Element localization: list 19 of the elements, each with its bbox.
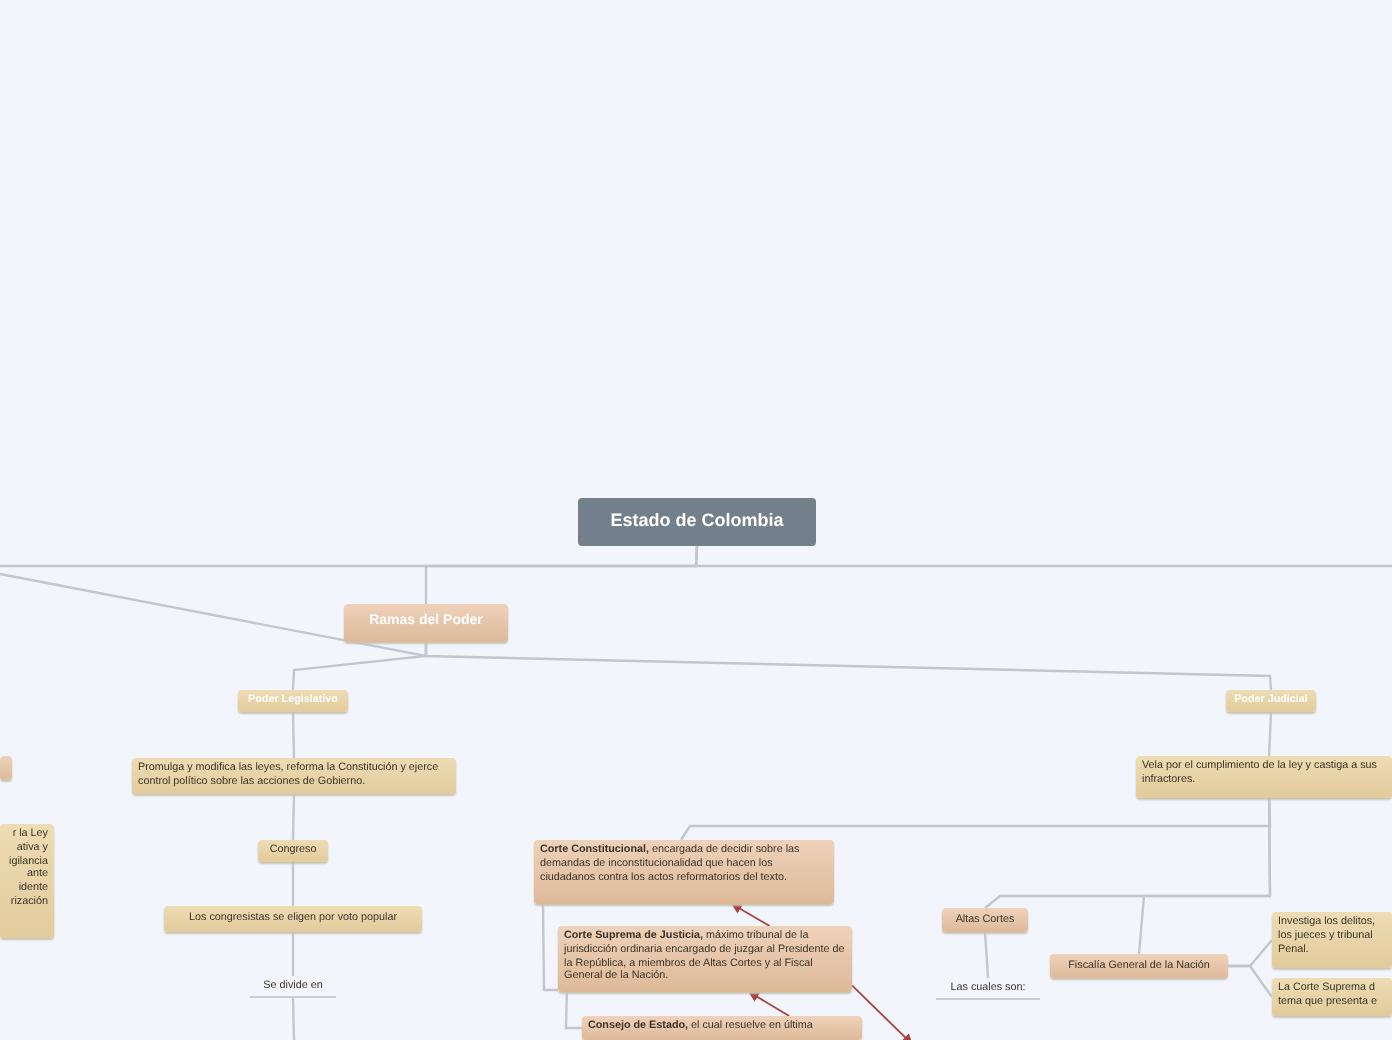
connector-line: [1137, 798, 1272, 955]
connector-line: [424, 642, 1273, 691]
topic-box: [0, 756, 12, 780]
arrow: [851, 984, 913, 1040]
connector-line: [983, 931, 990, 979]
connector-line: [291, 932, 295, 976]
connector-line: [564, 991, 582, 1030]
connector-line: [291, 862, 295, 906]
connector-line: [1228, 964, 1273, 998]
connector-line: [1267, 711, 1273, 757]
arrow: [748, 991, 791, 1017]
connector-line: [291, 997, 296, 1040]
connector-line: [291, 793, 296, 841]
arrow: [731, 903, 771, 927]
connector-line: [541, 904, 558, 992]
connector-line: [0, 572, 428, 658]
connector-line: [291, 711, 296, 759]
root-topic: Estado de Colombia: [578, 498, 816, 546]
connector-line: [694, 545, 1392, 568]
